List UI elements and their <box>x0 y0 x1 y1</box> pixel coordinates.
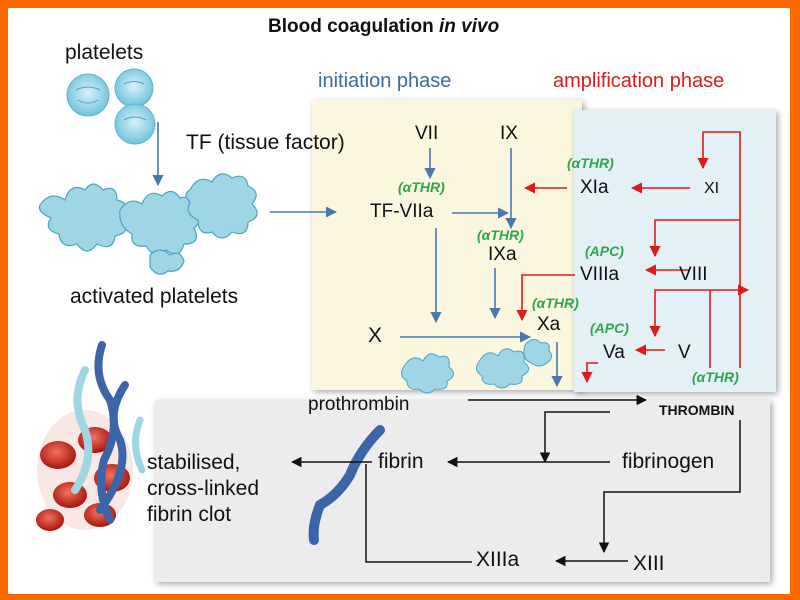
platelet-icon <box>66 68 156 145</box>
tissue-factor-label: TF (tissue factor) <box>186 131 345 154</box>
blue-arrows <box>152 122 563 388</box>
factor-va: Va <box>603 342 625 363</box>
fibrin-strand-icon <box>308 425 385 545</box>
clot-label-line2: cross-linked <box>147 477 260 500</box>
amplification-phase-heading: amplification phase <box>553 70 725 92</box>
athr-annotation-xia: (αTHR) <box>567 155 614 171</box>
factor-xiii: XIII <box>633 552 665 575</box>
factor-xi: XI <box>704 180 720 197</box>
factor-v: V <box>678 342 691 363</box>
activated-platelets-small-icon <box>401 339 553 394</box>
fibrinogen-label: fibrinogen <box>622 450 715 473</box>
factor-ixa: IXa <box>488 244 517 265</box>
thrombin-label: THROMBIN <box>659 402 735 418</box>
amplification-panel <box>574 110 776 392</box>
black-arrows <box>290 394 741 567</box>
tf-viia: TF-VIIa <box>370 201 434 222</box>
activated-platelets-label: activated platelets <box>70 285 239 308</box>
factor-x: X <box>368 324 383 347</box>
factor-xa: Xa <box>537 314 561 335</box>
prothrombin-label: prothrombin <box>308 394 410 415</box>
factor-xia: XIa <box>580 177 609 198</box>
athr-annotation-thrombin: (αTHR) <box>692 369 739 385</box>
athr-annotation-xa: (αTHR) <box>532 295 579 311</box>
athr-annotation-tfviia: (αTHR) <box>398 179 445 195</box>
title-prefix: Blood coagulation <box>268 16 439 37</box>
factor-vii: VII <box>415 123 439 144</box>
platelets-label: platelets <box>65 41 144 64</box>
factor-viii: VIII <box>679 264 708 285</box>
athr-annotation-ixa: (αTHR) <box>477 227 524 243</box>
factor-xiiia: XIIIa <box>476 548 520 571</box>
factor-viiia: VIIIa <box>580 264 620 285</box>
clot-label-line1: stabilised, <box>147 451 241 474</box>
clot-label-line3: fibrin clot <box>147 503 232 526</box>
factor-ix: IX <box>500 123 518 144</box>
apc-annotation-viiia: (APC) <box>585 243 624 259</box>
red-arrows <box>516 131 750 384</box>
initiation-phase-heading: initiation phase <box>318 70 452 92</box>
activated-platelets-icon <box>38 173 258 275</box>
fibrin-clot-strands-icon <box>71 341 146 524</box>
page-title: Blood coagulation in vivo <box>268 17 499 36</box>
apc-annotation-va: (APC) <box>590 320 629 336</box>
bottom-panel <box>155 400 770 582</box>
title-italic: in vivo <box>439 16 500 37</box>
fibrin-label: fibrin <box>378 450 424 473</box>
